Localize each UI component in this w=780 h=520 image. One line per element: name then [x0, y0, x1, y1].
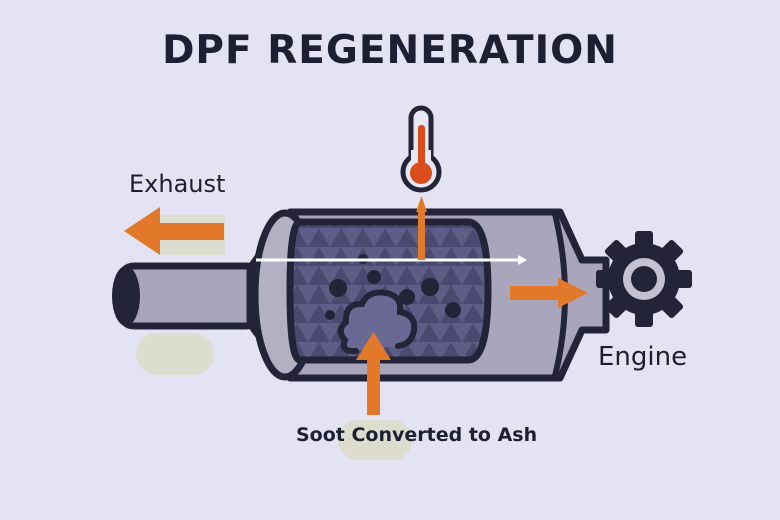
ash-arrow	[356, 332, 391, 415]
exhaust-label: Exhaust	[129, 170, 226, 198]
heat-arrow	[416, 196, 427, 260]
highlight-blob	[136, 333, 214, 375]
page-title: DPF REGENERATION	[162, 28, 618, 73]
highlight-blob	[338, 420, 412, 460]
outlet-pipe	[112, 262, 264, 330]
engine-label: Engine	[598, 342, 688, 372]
thermometer-icon	[400, 105, 442, 193]
soot-cloud-icon	[337, 289, 418, 355]
exhaust-arrow	[124, 207, 224, 255]
soot-label: Soot Converted to Ash	[296, 424, 538, 446]
engine-arrow	[510, 278, 588, 308]
gear-icon	[596, 231, 692, 327]
flow-line	[256, 255, 527, 265]
